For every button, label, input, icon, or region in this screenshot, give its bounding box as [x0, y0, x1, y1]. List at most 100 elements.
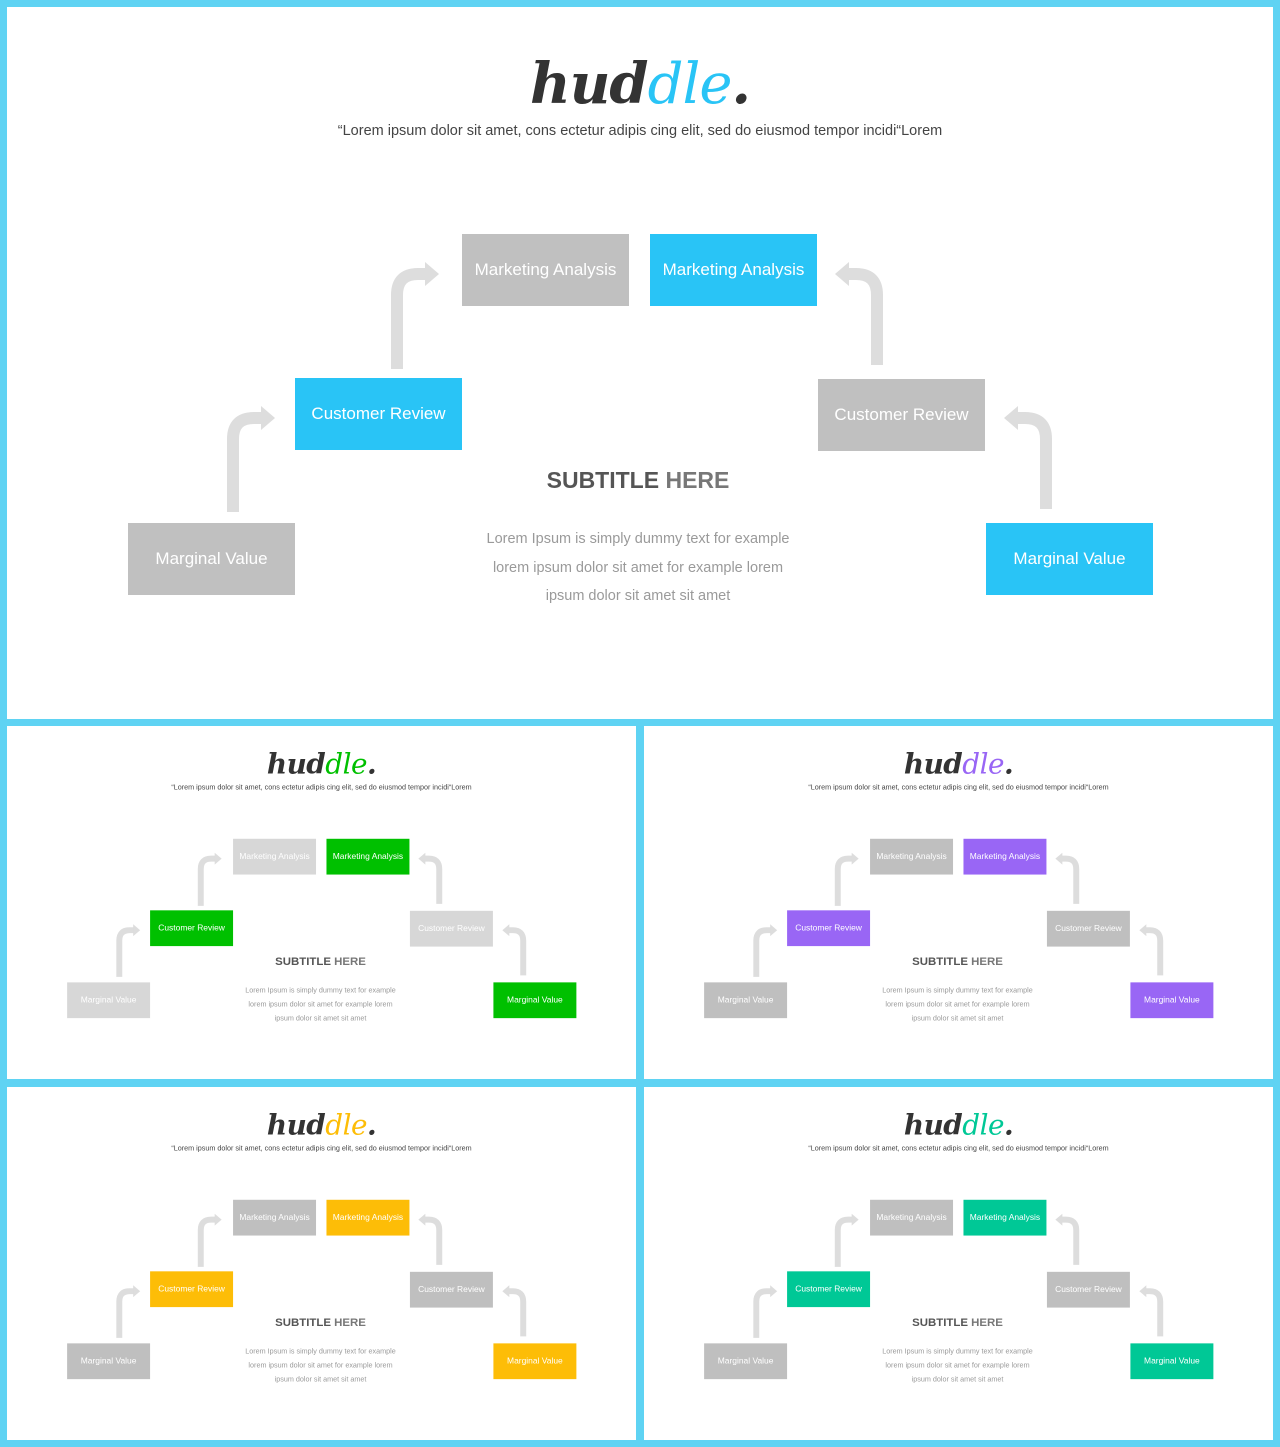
subtitle-light: HERE: [971, 954, 1003, 968]
subtitle: SUBTITLE HERE: [206, 1316, 436, 1329]
body-text: Lorem Ipsum is simply dummy text for exa…: [226, 1344, 416, 1386]
body-line: lorem ipsum dolor sit amet for example l…: [492, 559, 784, 576]
subtitle-light: HERE: [971, 1315, 1003, 1329]
huddle-logo: huddle.: [644, 1108, 1273, 1143]
arrow-head-right-upper: [835, 262, 849, 286]
body-line: ipsum dolor sit amet sit amet: [911, 1014, 1004, 1023]
box-marketing-analysis-right: Marketing Analysis: [326, 838, 410, 875]
box-marginal-value-left: Marginal Value: [704, 982, 788, 1019]
box-marginal-value-right: Marginal Value: [1130, 1343, 1214, 1380]
subtitle-light: HERE: [334, 1315, 366, 1329]
arrow-head-right-lower: [502, 924, 510, 937]
slide-content: huddle. “Lorem ipsum dolor sit amet, con…: [7, 726, 636, 1079]
slide-content: huddle. “Lorem ipsum dolor sit amet, con…: [644, 1087, 1273, 1440]
slide-purple: huddle. “Lorem ipsum dolor sit amet, con…: [644, 726, 1273, 1079]
arrow-right-lower: [508, 1288, 527, 1337]
subtitle-strong: SUBTITLE: [912, 954, 968, 968]
logo-dot: .: [366, 747, 377, 781]
arrow-left-upper: [197, 855, 216, 906]
subtitle-light: HERE: [334, 954, 366, 968]
box-marketing-analysis-left: Marketing Analysis: [233, 838, 317, 875]
body-line: Lorem Ipsum is simply dummy text for exa…: [882, 986, 1033, 995]
box-marketing-analysis-right: Marketing Analysis: [963, 1199, 1047, 1236]
step-arrows: [116, 852, 527, 977]
logo-dot: .: [366, 1108, 377, 1142]
arrow-right-upper: [1061, 1216, 1080, 1265]
body-text: Lorem Ipsum is simply dummy text for exa…: [863, 983, 1053, 1025]
box-customer-review-left: Customer Review: [150, 1271, 234, 1308]
arrow-head-right-lower: [502, 1285, 510, 1298]
arrow-left-lower: [753, 927, 772, 977]
slide-content: huddle. “Lorem ipsum dolor sit amet, con…: [7, 7, 1273, 719]
subtitle: SUBTITLE HERE: [843, 955, 1073, 968]
body-line: ipsum dolor sit amet sit amet: [545, 588, 731, 604]
arrow-head-right-lower: [1139, 924, 1147, 937]
subtitle-strong: SUBTITLE: [912, 1315, 968, 1329]
huddle-logo: huddle.: [7, 747, 636, 782]
box-marginal-value-right: Marginal Value: [493, 982, 577, 1019]
slide-main: huddle. “Lorem ipsum dolor sit amet, con…: [7, 7, 1273, 719]
subtitle: SUBTITLE HERE: [407, 467, 869, 494]
logo-main: hud: [903, 1108, 963, 1142]
subtitle-strong: SUBTITLE: [546, 467, 660, 493]
subtitle-strong: SUBTITLE: [275, 954, 331, 968]
tagline: “Lorem ipsum dolor sit amet, cons ectetu…: [171, 783, 472, 792]
body-line: lorem ipsum dolor sit amet for example l…: [885, 1361, 1030, 1370]
logo-main: hud: [266, 747, 326, 781]
arrow-head-left-upper: [214, 1213, 222, 1226]
body-line: Lorem Ipsum is simply dummy text for exa…: [486, 531, 790, 547]
logo-accent: dle: [647, 52, 733, 117]
arrow-head-left-upper: [851, 852, 859, 865]
box-customer-review-left: Customer Review: [787, 1271, 871, 1308]
arrow-head-left-upper: [425, 262, 439, 286]
box-customer-review-right: Customer Review: [818, 379, 985, 451]
arrow-left-upper: [197, 1216, 216, 1267]
box-marginal-value-left: Marginal Value: [67, 982, 151, 1019]
step-arrows: [116, 1213, 527, 1338]
arrow-head-left-lower: [261, 406, 275, 430]
arrow-left-upper: [834, 1216, 853, 1267]
body-line: ipsum dolor sit amet sit amet: [274, 1375, 367, 1384]
step-arrows: [753, 852, 1164, 977]
arrow-right-lower: [508, 927, 527, 976]
logo-dot: .: [1003, 747, 1014, 781]
logo-accent: dle: [325, 1109, 367, 1142]
arrow-right-upper: [424, 855, 443, 904]
box-customer-review-right: Customer Review: [1046, 910, 1130, 947]
subtitle: SUBTITLE HERE: [206, 955, 436, 968]
logo-accent: dle: [325, 748, 367, 781]
arrow-head-left-lower: [133, 924, 141, 937]
logo-dot: .: [731, 51, 751, 117]
box-marketing-analysis-right: Marketing Analysis: [650, 234, 817, 306]
arrow-left-lower: [227, 412, 263, 512]
box-customer-review-left: Customer Review: [295, 378, 462, 450]
logo-main: hud: [530, 51, 649, 117]
arrow-head-right-upper: [1055, 1213, 1063, 1226]
tagline: “Lorem ipsum dolor sit amet, cons ectetu…: [171, 1144, 472, 1153]
box-marginal-value-left: Marginal Value: [128, 523, 295, 595]
body-line: lorem ipsum dolor sit amet for example l…: [885, 1000, 1030, 1009]
slide-content: huddle. “Lorem ipsum dolor sit amet, con…: [7, 1087, 636, 1440]
box-marketing-analysis-left: Marketing Analysis: [462, 234, 629, 306]
subtitle-strong: SUBTITLE: [275, 1315, 331, 1329]
logo-main: hud: [903, 747, 963, 781]
tagline: “Lorem ipsum dolor sit amet, cons ectetu…: [337, 123, 943, 139]
arrow-head-left-lower: [770, 924, 778, 937]
body-line: ipsum dolor sit amet sit amet: [274, 1014, 367, 1023]
logo-dot: .: [1003, 1108, 1014, 1142]
body-text: Lorem Ipsum is simply dummy text for exa…: [226, 983, 416, 1025]
arrow-head-left-lower: [770, 1285, 778, 1298]
box-marketing-analysis-right: Marketing Analysis: [326, 1199, 410, 1236]
step-arrows: [227, 262, 1052, 512]
slide-green: huddle. “Lorem ipsum dolor sit amet, con…: [7, 726, 636, 1079]
body-text: Lorem Ipsum is simply dummy text for exa…: [863, 1344, 1053, 1386]
arrow-right-lower: [1016, 412, 1052, 509]
logo-main: hud: [266, 1108, 326, 1142]
box-marketing-analysis-left: Marketing Analysis: [870, 838, 954, 875]
logo-accent: dle: [962, 1109, 1004, 1142]
box-marginal-value-left: Marginal Value: [704, 1343, 788, 1380]
arrow-head-right-upper: [1055, 852, 1063, 865]
box-marginal-value-right: Marginal Value: [986, 523, 1153, 595]
arrow-right-upper: [847, 268, 883, 365]
box-marketing-analysis-left: Marketing Analysis: [870, 1199, 954, 1236]
